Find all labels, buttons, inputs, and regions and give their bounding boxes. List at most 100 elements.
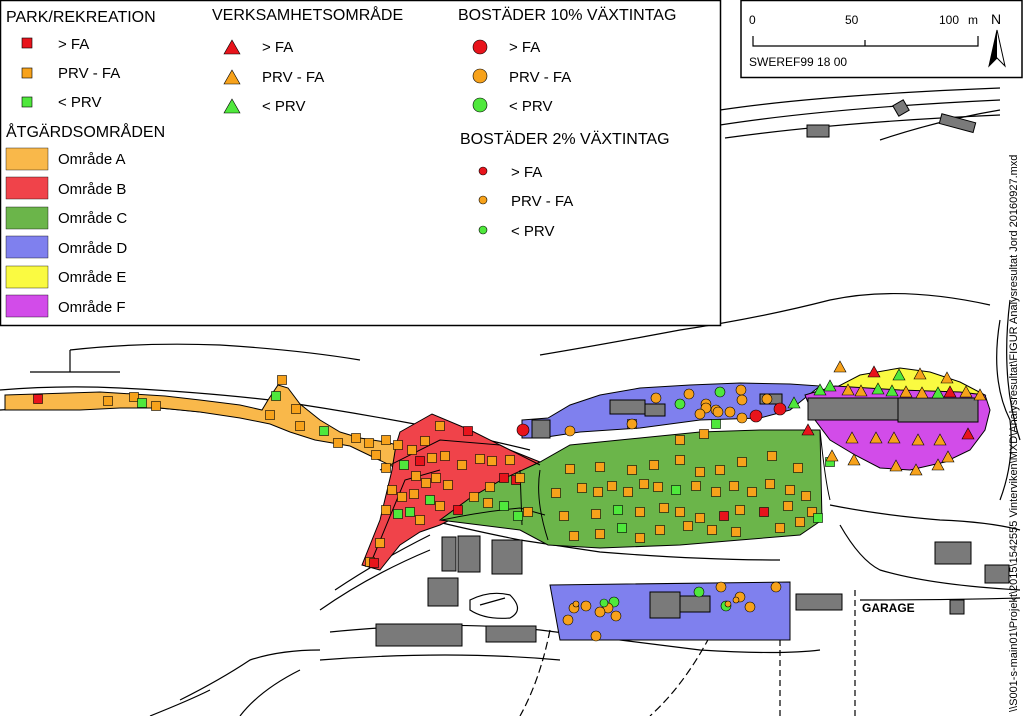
park-sample-marker	[695, 513, 705, 523]
verksamhet-sample-marker	[931, 386, 945, 399]
park-sample-marker	[617, 523, 627, 533]
park-sample-marker	[375, 538, 385, 548]
park-sample-marker	[103, 396, 113, 406]
park-sample-marker	[565, 464, 575, 474]
verksamhet-sample-marker	[825, 449, 839, 462]
bostader-sample-marker	[599, 598, 609, 608]
scalebar-line	[752, 36, 979, 47]
legend-bostader10-fa-label: > FA	[509, 39, 540, 56]
park-sample-marker	[577, 483, 587, 493]
legend-bostader10-prv-swatch	[472, 97, 488, 113]
legend-park-prv-fa-label: PRV - FA	[58, 65, 120, 82]
park-sample-marker	[387, 485, 397, 495]
park-sample-marker	[415, 456, 425, 466]
park-sample-marker	[683, 521, 693, 531]
park-sample-marker	[649, 460, 659, 470]
verksamhet-sample-marker	[871, 382, 885, 395]
legend-area-e-swatch	[5, 265, 49, 289]
park-sample-marker	[515, 473, 525, 483]
verksamhet-sample-marker	[899, 385, 913, 398]
verksamhet-sample-marker	[833, 360, 847, 373]
park-sample-marker	[591, 509, 601, 519]
park-sample-marker	[129, 392, 139, 402]
legend-bostader10-prv-label: < PRV	[509, 98, 553, 115]
park-sample-marker	[431, 473, 441, 483]
legend-area-d-label: Område D	[58, 240, 127, 257]
verksamhet-sample-marker	[931, 458, 945, 471]
verksamhet-sample-marker	[823, 379, 837, 392]
verksamhet-sample-marker	[909, 463, 923, 476]
park-sample-marker	[399, 460, 409, 470]
park-sample-marker	[711, 419, 721, 429]
park-sample-marker	[559, 511, 569, 521]
legend-frame	[0, 0, 722, 327]
bostader-sample-marker	[770, 581, 782, 593]
legend-area-a-label: Område A	[58, 151, 126, 168]
sample-markers	[33, 360, 987, 642]
bostader-sample-marker	[590, 630, 602, 642]
bostader-sample-marker	[773, 402, 787, 416]
legend-bostader2-prv-fa-label: PRV - FA	[511, 193, 573, 210]
park-sample-marker	[635, 533, 645, 543]
park-sample-marker	[795, 517, 805, 527]
park-sample-marker	[523, 507, 533, 517]
bostader-sample-marker	[674, 398, 686, 410]
park-sample-marker	[381, 435, 391, 445]
legend-bostader10-prv-fa-swatch	[472, 68, 488, 84]
park-sample-marker	[593, 487, 603, 497]
file-path-label: \\S001-s-main01\Projekt\2015\1542555 Vin…	[1008, 155, 1020, 712]
scalebar-tick-100: 100	[939, 13, 959, 27]
park-sample-marker	[409, 489, 419, 499]
scalebar-tick-50: 50	[845, 13, 859, 27]
park-sample-marker	[151, 401, 161, 411]
verksamhet-sample-marker	[959, 385, 973, 398]
park-sample-marker	[435, 501, 445, 511]
park-sample-marker	[371, 450, 381, 460]
verksamhet-sample-marker	[973, 388, 987, 401]
scalebar-frame	[740, 0, 1023, 79]
park-sample-marker	[487, 456, 497, 466]
park-sample-marker	[469, 492, 479, 502]
park-sample-marker	[813, 513, 823, 523]
bostader-sample-marker	[626, 418, 638, 430]
verksamhet-sample-marker	[941, 450, 955, 463]
park-sample-marker	[485, 482, 495, 492]
bostader-sample-marker	[562, 614, 574, 626]
legend-area-f-label: Område F	[58, 299, 126, 316]
scalebar-crs: SWEREF99 18 00	[749, 55, 847, 69]
legend-park-fa-swatch	[21, 37, 33, 49]
legend-verksamhet-prv-fa-label: PRV - FA	[262, 69, 324, 86]
park-sample-marker	[277, 375, 287, 385]
bostader-sample-marker	[516, 423, 530, 437]
verksamhet-sample-marker	[911, 433, 925, 446]
park-sample-marker	[440, 451, 450, 461]
scalebar: 0 50 100 m SWEREF99 18 00 N	[740, 0, 1023, 79]
legend-bostader2-fa-swatch	[478, 166, 488, 176]
verksamhet-sample-marker	[847, 453, 861, 466]
park-sample-marker	[695, 467, 705, 477]
bostader-sample-marker	[735, 384, 747, 396]
legend-park-prv-label: < PRV	[58, 94, 102, 111]
park-sample-marker	[607, 481, 617, 491]
park-sample-marker	[33, 394, 43, 404]
legend: PARK/REKREATION > FA PRV - FA < PRV ÅTGÄ…	[0, 0, 722, 327]
park-sample-marker	[407, 445, 417, 455]
park-sample-marker	[807, 507, 817, 517]
park-sample-marker	[137, 398, 147, 408]
bostader-sample-marker	[693, 586, 705, 598]
legend-area-f-swatch	[5, 294, 49, 318]
park-sample-marker	[759, 507, 769, 517]
park-sample-marker	[659, 503, 669, 513]
legend-bostader2-fa-label: > FA	[511, 164, 542, 181]
buildings	[375, 99, 1010, 647]
park-sample-marker	[369, 558, 379, 568]
bostader-sample-marker	[714, 386, 726, 398]
park-sample-marker	[443, 480, 453, 490]
park-sample-marker	[715, 465, 725, 475]
scalebar-tick-0: 0	[749, 13, 756, 27]
park-sample-marker	[729, 481, 739, 491]
bostader-sample-marker	[736, 394, 748, 406]
legend-verksamhet-prv-label: < PRV	[262, 98, 306, 115]
park-sample-marker	[421, 478, 431, 488]
bostader-sample-marker	[594, 606, 606, 618]
